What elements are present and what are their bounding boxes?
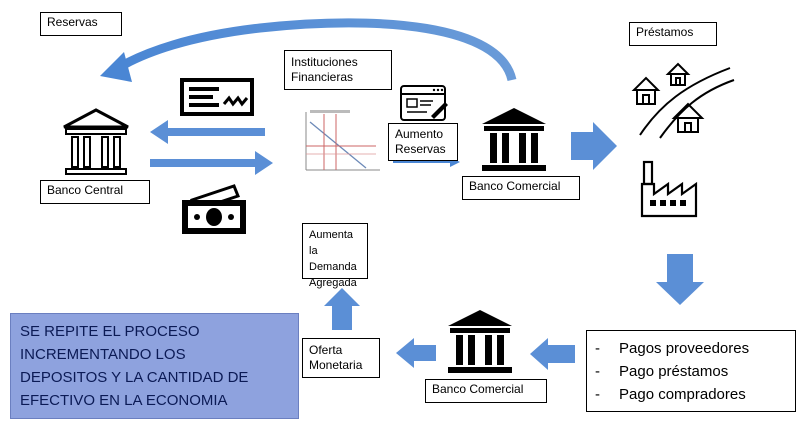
label-aumenta-demanda: Aumenta la Demanda Agregada (302, 223, 368, 289)
pagos-item-text: Pago compradores (619, 386, 746, 403)
factory-icon (640, 160, 698, 218)
label-aumento-reservas: Aumento Reservas (388, 123, 458, 161)
label-oferta-line2: Monetaria (309, 358, 363, 372)
note-line: SE REPITE EL PROCESO (20, 323, 200, 340)
label-banco-central: Banco Central (40, 180, 150, 204)
label-instituciones-line1: Instituciones (291, 55, 358, 69)
note-line: INCREMENTANDO LOS (20, 346, 186, 363)
browser-sign-icon (400, 85, 448, 121)
arrow-left-to-central (150, 120, 265, 144)
arrow-right-from-central (150, 151, 273, 175)
list-item: - Pago compradores (595, 383, 787, 406)
label-prestamos-text: Préstamos (636, 25, 694, 39)
arrow-up-to-demanda (324, 288, 360, 330)
houses-road-icon (631, 62, 735, 139)
bullet-dash: - (595, 386, 600, 403)
label-prestamos: Préstamos (629, 22, 717, 46)
arrow-down-to-pagos (656, 254, 704, 305)
label-aumento-line2: Reservas (395, 142, 446, 156)
label-banco-comercial-bottom: Banco Comercial (425, 379, 547, 403)
label-demanda-line2: Demanda (309, 261, 357, 273)
label-demanda-line3: Agregada (309, 277, 357, 289)
cash-icon (182, 184, 246, 234)
pagos-item-text: Pagos proveedores (619, 340, 750, 357)
curved-arrow-reservas (100, 18, 517, 82)
bank-icon (482, 108, 546, 171)
label-banco-central-text: Banco Central (47, 183, 124, 197)
pagos-item-text: Pago préstamos (619, 363, 729, 380)
pagos-list: - Pagos proveedores - Pago préstamos - Pago… (586, 330, 796, 412)
label-banco-comercial-top-text: Banco Comercial (469, 179, 561, 193)
label-banco-comercial-top: Banco Comercial (462, 176, 580, 200)
bullet-dash: - (595, 340, 600, 357)
check-icon (180, 78, 254, 116)
arrow-to-prestamos (571, 122, 617, 170)
note-line: EFECTIVO EN LA ECONOMIA (20, 392, 228, 409)
label-oferta-line1: Oferta (309, 343, 343, 357)
note-line: DEPOSITOS Y LA CANTIDAD DE (20, 369, 249, 386)
list-item: - Pagos proveedores (595, 337, 787, 360)
label-reservas: Reservas (40, 12, 122, 36)
arrow-left-to-oferta (396, 338, 436, 368)
graph-icon (296, 108, 382, 176)
label-banco-comercial-bottom-text: Banco Comercial (432, 382, 524, 396)
bullet-dash: - (595, 363, 600, 380)
bank-icon (63, 108, 129, 175)
label-instituciones-financieras: Instituciones Financieras (284, 50, 392, 90)
list-item: - Pago préstamos (595, 360, 787, 383)
label-reservas-text: Reservas (47, 15, 98, 29)
label-aumento-line1: Aumento (395, 127, 444, 141)
label-demanda-line1: Aumenta la (309, 229, 354, 257)
arrow-left-to-comercial-bottom (530, 338, 575, 370)
process-note: SE REPITE EL PROCESO INCREMENTANDO LOS D… (10, 313, 299, 419)
bank-icon (448, 310, 512, 373)
label-instituciones-line2: Financieras (291, 70, 354, 84)
label-oferta-monetaria: Oferta Monetaria (302, 338, 380, 378)
